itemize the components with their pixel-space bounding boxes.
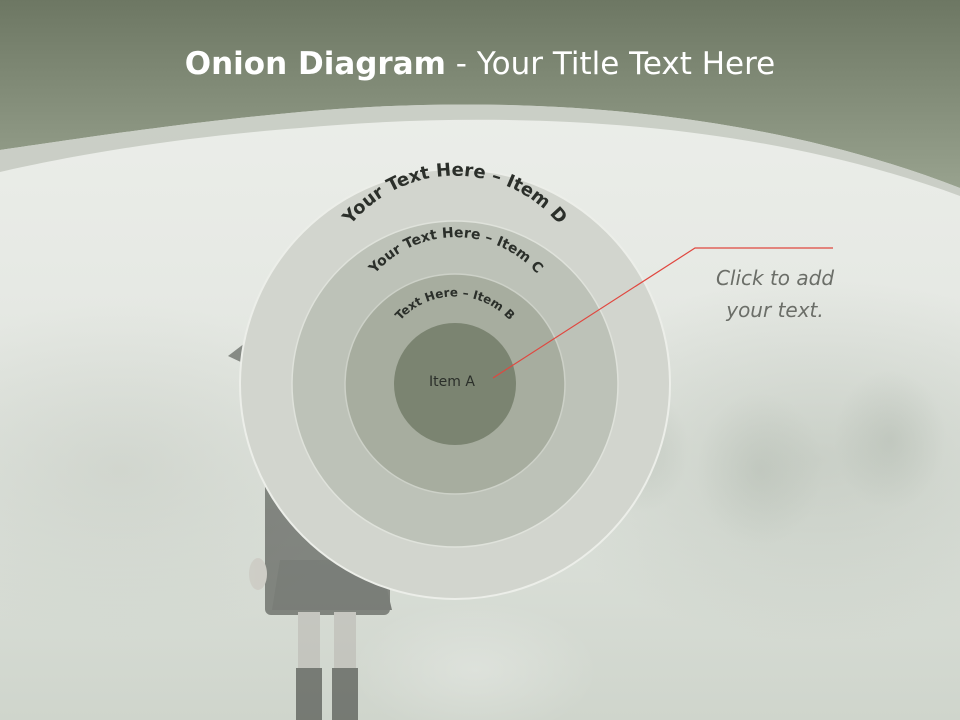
center-label: Item A xyxy=(429,374,475,390)
header-band xyxy=(0,0,960,196)
callout-line-1: Click to add xyxy=(715,266,835,290)
callout-line-2: your text. xyxy=(726,298,824,322)
ground-reflection xyxy=(350,600,600,720)
center-item-a[interactable] xyxy=(394,323,516,445)
title-rest: - Your Title Text Here xyxy=(445,46,776,82)
callout-textbox[interactable]: Click to add your text. xyxy=(680,262,870,326)
page-title: Onion Diagram - Your Title Text Here xyxy=(0,46,960,82)
callout-line xyxy=(492,247,833,379)
title-bold: Onion Diagram xyxy=(184,46,446,82)
